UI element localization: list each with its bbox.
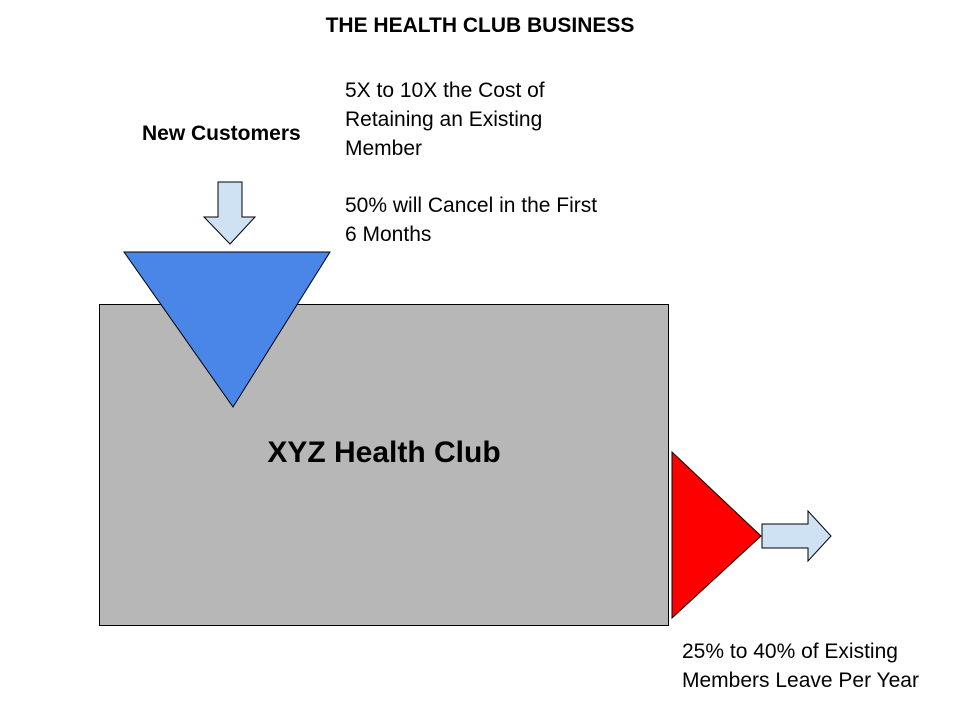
health-club-name: XYZ Health Club — [267, 436, 501, 469]
incoming-arrow-icon — [202, 181, 257, 245]
acquisition-cost-note: 5X to 10X the Cost of Retaining an Exist… — [345, 79, 545, 160]
exit-funnel-icon — [671, 450, 762, 620]
health-club-box — [99, 304, 669, 626]
diagram-title: THE HEALTH CLUB BUSINESS — [325, 14, 635, 37]
member-attrition-note: 25% to 40% of Existing Members Leave Per… — [682, 640, 919, 692]
outgoing-arrow-icon — [761, 509, 832, 563]
cancellation-note: 50% will Cancel in the First 6 Months — [345, 194, 598, 246]
intake-funnel-icon — [123, 251, 331, 408]
new-customers-label: New Customers — [142, 122, 301, 145]
